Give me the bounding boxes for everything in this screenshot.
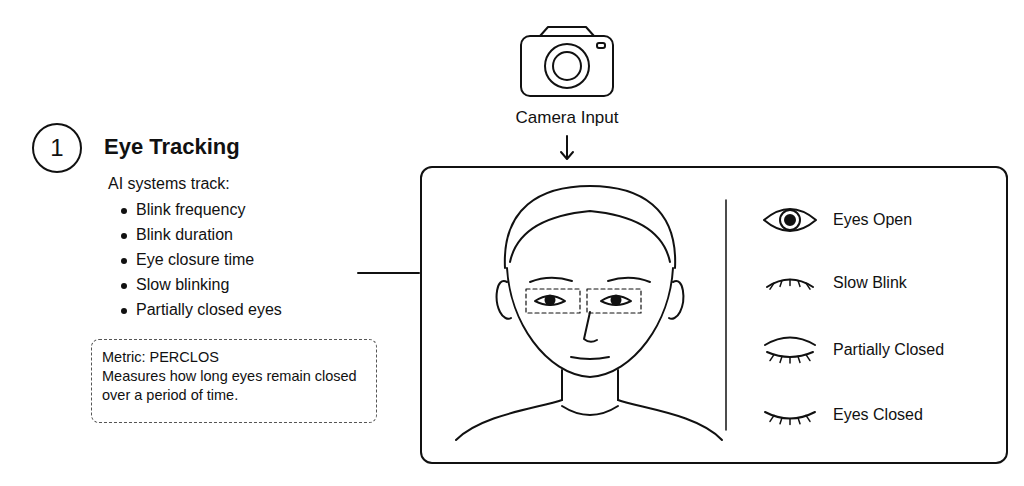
metric-box: Metric: PERCLOSMeasures how long eyes re… (91, 339, 377, 423)
list-item: Slow blinking (136, 276, 229, 294)
leader-line (358, 272, 419, 274)
bullet-dot (121, 283, 127, 289)
eye-state-label: Partially Closed (833, 341, 944, 359)
camera-label: Camera Input (516, 108, 619, 128)
divider-line (725, 200, 727, 430)
section-title: Eye Tracking (104, 134, 240, 159)
eye-state-label: Eyes Open (833, 211, 912, 229)
bullet-dot (121, 233, 127, 239)
metric-description: Measures how long eyes remain closed ove… (102, 367, 366, 405)
list-heading: AI systems track: (108, 175, 230, 193)
camera-icon (521, 27, 613, 96)
list-item: Partially closed eyes (136, 301, 282, 319)
list-item: Blink frequency (136, 201, 245, 219)
bullet-dot (121, 208, 127, 214)
eye-state-label: Slow Blink (833, 274, 907, 292)
step-number-circle: 1 (32, 123, 82, 173)
camera-panel: Eyes OpenSlow BlinkPartially ClosedEyes … (420, 166, 1008, 464)
metric-name: Metric: PERCLOS (102, 348, 366, 367)
list-item: Eye closure time (136, 251, 254, 269)
bullet-dot (121, 308, 127, 314)
input-arrow (561, 136, 573, 159)
face-illustration (456, 186, 722, 440)
eye-state-icons (764, 209, 816, 425)
eye-state-label: Eyes Closed (833, 406, 923, 424)
list-item: Blink duration (136, 226, 233, 244)
callout-number: 1 (50, 134, 63, 162)
bullet-dot (121, 258, 127, 264)
